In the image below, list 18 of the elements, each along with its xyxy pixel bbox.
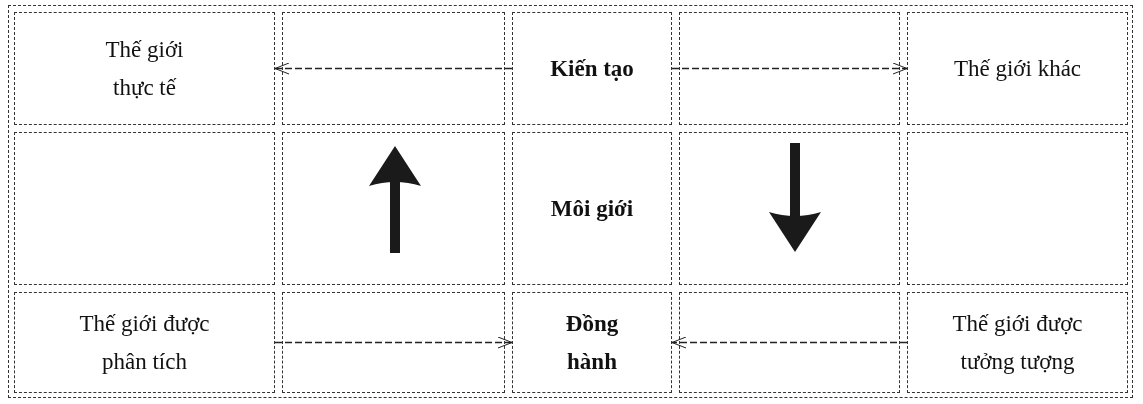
cell-text: Thế giới được tưởng tượng [951,309,1084,376]
cell-text: Thế giới được phân tích [78,309,211,376]
arrow [671,336,908,349]
grid-cell [14,292,275,393]
grid-cell [512,132,672,285]
cell-text: Thế giới thực tế [104,35,185,102]
grid-cell [512,12,672,125]
arrow [274,62,513,75]
grid-cell [512,292,672,393]
cell-text: Đồng hành [564,309,620,376]
grid-cell [907,12,1128,125]
grid-cell [14,12,275,125]
grid-cell [907,292,1128,393]
cell-text: Kiến tạo [550,54,634,83]
cell-text: Môi giới [550,194,634,223]
cell-text: Thế giới khác [953,54,1082,83]
arrow [274,336,513,349]
arrow [671,62,908,75]
